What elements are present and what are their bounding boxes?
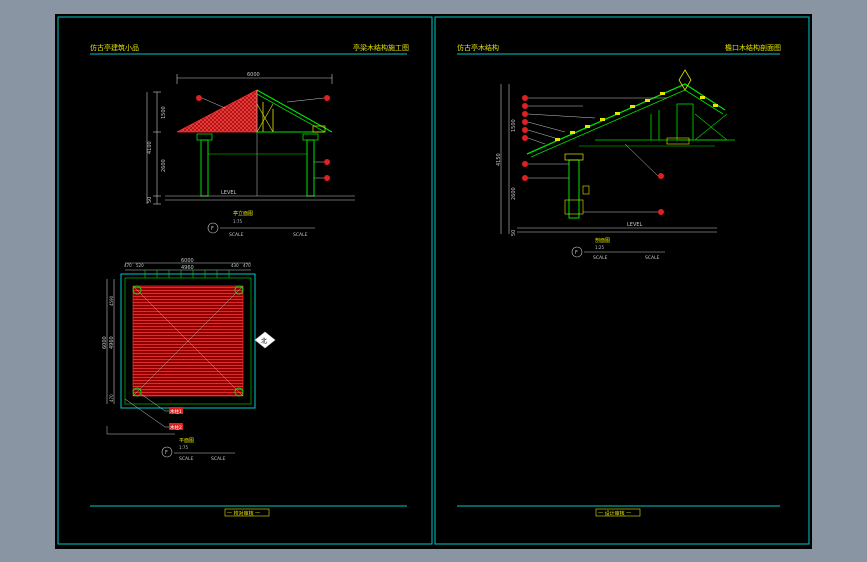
right-sheet-title-right: 檐口木结构剖面图 [725,43,781,52]
section-scale-label-1: SCALE [593,255,608,261]
plan-caption-sub: 1:75 [179,445,188,450]
elevation-level-label: LEVEL [221,190,237,196]
elevation-scale-label-2: SCALE [293,232,308,238]
plan-left-dim-4960: 4960 [109,336,115,349]
plan-outline [120,273,256,409]
plan-column-nw [132,285,142,295]
elevation-dim-2600: 2600 [161,159,167,172]
right-sheet-border [434,16,810,545]
plan-callout-1: 木柱1 [170,408,182,415]
elevation-top-dim: 6000 [247,72,260,78]
plan-caption: 平面图 [179,438,194,444]
plan-top-dim-6000: 6000 [181,258,194,264]
section-level-label: LEVEL [627,222,643,228]
elevation-column-left [200,139,209,197]
section-roof-rafter [526,83,726,155]
plan-scale-label-1: SCALE [179,456,194,462]
elevation-caption: 亭立面图 [233,210,253,217]
section-scale-label-2: SCALE [645,255,660,261]
section-drawing[interactable]: 1500 4150 2600 50 [496,69,735,261]
plan-left-dim-470: 470 [109,394,114,402]
plan-left-dim-6000: 6000 [102,336,108,349]
section-ridge-ornament [678,69,692,91]
section-marker: F [575,250,578,256]
left-sheet-title-right: 亭梁木结构施工图 [353,43,409,52]
left-sheet-border [57,16,433,545]
plan-top-dim-4960: 4960 [181,265,194,271]
cad-canvas[interactable]: 仿古亭建筑小品 亭梁木结构施工图 仿古亭木结构 檐口木结构剖面图 一 校对审核 … [55,14,812,549]
section-dim-2600: 2600 [511,187,517,200]
elevation-caption-sub: 1:75 [233,219,242,224]
plan-top-sub-dim-1: 470 [124,263,132,268]
elevation-column-right [306,139,315,197]
north-arrow-icon [254,331,276,349]
right-footer-label: 一 设计审核 一 [598,510,631,517]
sheet-frames [57,16,810,545]
plan-north-label: 北 [261,337,267,345]
plan-marker: F [165,450,168,456]
right-footer-box [595,508,641,517]
section-dim-4150: 4150 [496,153,502,166]
plan-column-se [234,387,244,397]
plan-scale-label-2: SCALE [211,456,226,462]
left-footer-box [224,508,270,517]
section-dim-1500: 1500 [511,119,517,132]
plan-column-ne [234,285,244,295]
section-caption-sub: 1:25 [595,245,604,250]
left-sheet-title: 仿古亭建筑小品 [90,43,139,52]
elevation-dim-50: 50 [147,197,153,203]
elevation-roof-tiles [176,89,258,133]
elevation-dim-1500: 1500 [161,106,167,119]
plan-top-sub-dim-2: 520 [136,263,144,268]
plan-drawing[interactable]: 6000 4960 470 520 430 470 6000 4960 4590… [102,258,276,462]
elevation-drawing[interactable]: 6000 1500 4100 2600 50 [146,72,355,238]
section-caption: 剖面图 [595,237,610,244]
elevation-marker: F [211,226,214,232]
plan-top-sub-dim-4: 470 [243,263,251,268]
cad-drawing: 仿古亭建筑小品 亭梁木结构施工图 仿古亭木结构 檐口木结构剖面图 一 校对审核 … [57,16,810,545]
elevation-scale-label-1: SCALE [229,232,244,238]
plan-top-sub-dim-3: 430 [231,263,239,268]
plan-left-dim-4590: 4590 [109,295,114,306]
left-footer-label: 一 校对审核 一 [227,510,260,517]
section-dim-50: 50 [511,230,517,236]
section-column [568,159,580,219]
elevation-dim-4100: 4100 [147,141,153,154]
plan-column-sw [132,387,142,397]
right-sheet-title: 仿古亭木结构 [457,43,499,52]
plan-callout-2: 木柱2 [170,424,182,431]
elevation-roof-truss [256,89,333,133]
